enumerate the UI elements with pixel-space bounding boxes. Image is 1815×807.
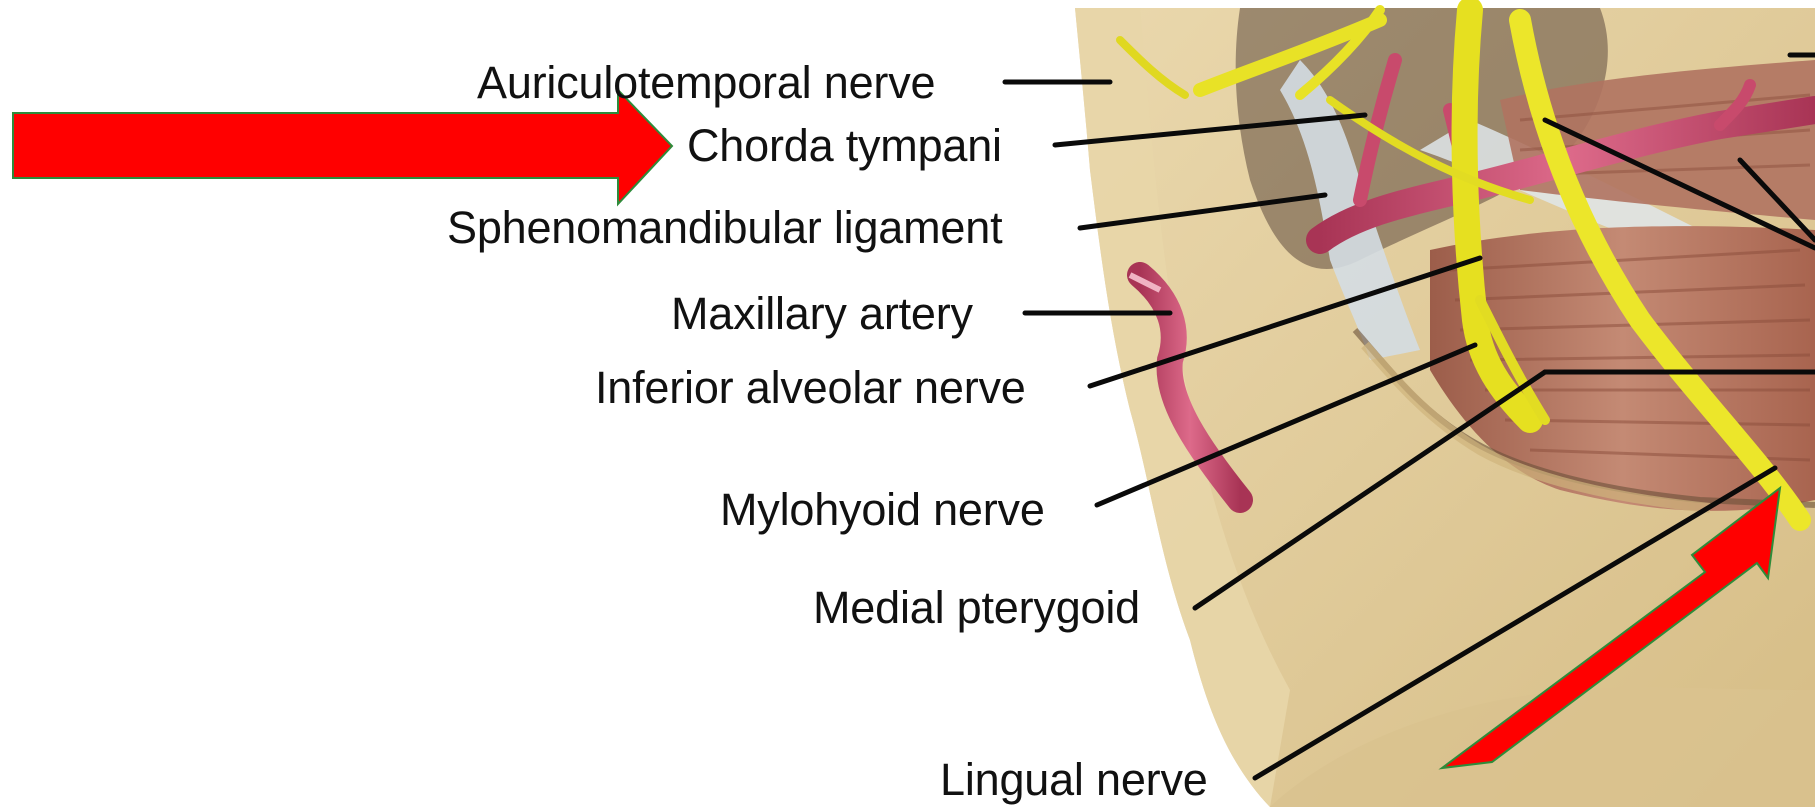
label-lingual-nerve: Lingual nerve <box>940 757 1208 802</box>
label-sphenomandibular-ligament: Sphenomandibular ligament <box>447 205 1002 250</box>
label-inferior-alveolar-nerve: Inferior alveolar nerve <box>595 365 1026 410</box>
label-auriculotemporal-nerve: Auriculotemporal nerve <box>477 60 935 105</box>
label-mylohyoid-nerve: Mylohyoid nerve <box>720 487 1045 532</box>
label-maxillary-artery: Maxillary artery <box>671 291 973 336</box>
label-medial-pterygoid: Medial pterygoid <box>813 585 1140 630</box>
label-chorda-tympani: Chorda tympani <box>687 123 1002 168</box>
